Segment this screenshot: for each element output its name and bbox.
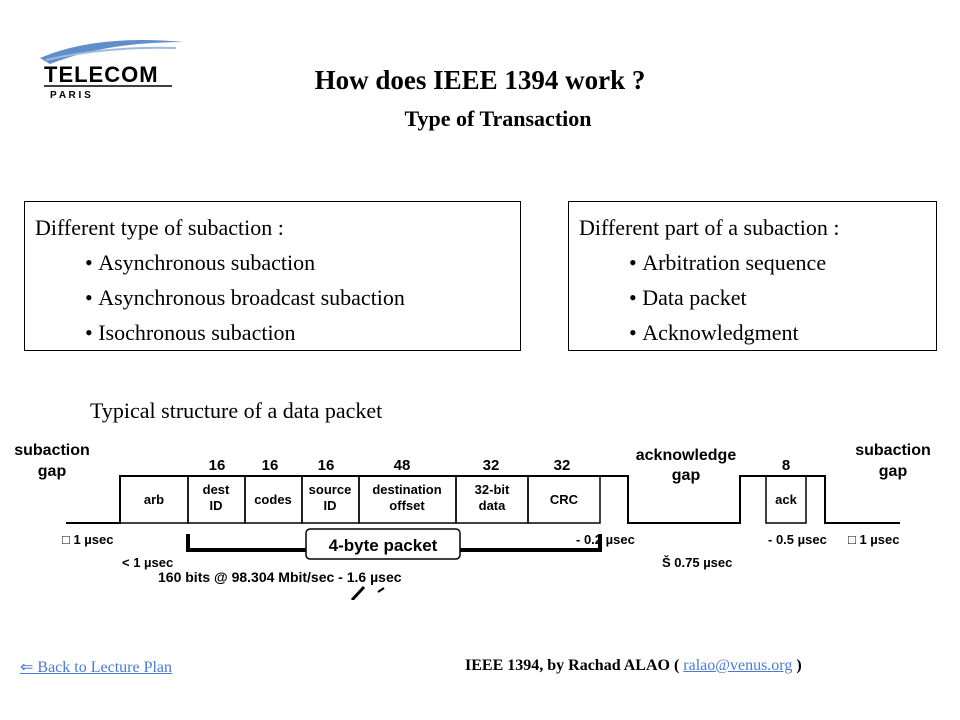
field-bits-label: 32 — [554, 457, 571, 474]
logo-swoosh — [40, 40, 184, 64]
subaction-gap-left-label: subaction — [14, 442, 90, 459]
telecom-paris-logo: TELECOM P A R I S — [40, 40, 184, 100]
email-link[interactable]: ralao@venus.org — [683, 657, 793, 674]
list-item: Asynchronous subaction — [35, 245, 510, 280]
field-label: CRC — [550, 492, 579, 507]
packet-label: 4-byte packet — [329, 536, 438, 555]
bits-rate-label: 160 bits @ 98.304 Mbit/sec - 1.6 µsec — [158, 569, 402, 585]
field-bits-label: 16 — [318, 457, 335, 474]
page-title: How does IEEE 1394 work ? — [314, 65, 646, 95]
field-label: ID — [210, 498, 223, 513]
packet-timing-diagram: subaction gap acknowledge gap subaction … — [14, 442, 931, 600]
field-label: data — [479, 498, 507, 513]
list-item: Acknowledgment — [579, 315, 926, 350]
timing-label: - 0.5 µsec — [768, 532, 827, 547]
subaction-types-box: Different type of subaction : Asynchrono… — [24, 201, 521, 351]
list-item: Data packet — [579, 280, 926, 315]
box-heading: Different type of subaction : — [35, 215, 284, 240]
credit-text: IEEE 1394, by Rachad ALAO — [465, 657, 670, 674]
field-label: destination — [372, 482, 441, 497]
field-bits-label: 16 — [209, 457, 226, 474]
field-bits-label: 32 — [483, 457, 500, 474]
list-item: Arbitration sequence — [579, 245, 926, 280]
subaction-gap-left-label: gap — [38, 463, 67, 480]
logo-text: TELECOM — [44, 62, 159, 87]
field-label: dest — [203, 482, 230, 497]
acknowledge-gap-label: acknowledge — [636, 447, 737, 464]
field-label: source — [309, 482, 352, 497]
acknowledge-gap-label: gap — [672, 467, 701, 484]
subaction-gap-right-label: subaction — [855, 442, 931, 459]
ack-bits-label: 8 — [782, 457, 790, 474]
paren: ( — [673, 657, 680, 674]
leader-line — [350, 585, 366, 600]
field-label: ID — [324, 498, 337, 513]
list-item: Isochronous subaction — [35, 315, 510, 350]
timing-label: □ 1 µsec — [62, 532, 114, 547]
field-label: 32-bit — [475, 482, 510, 497]
subaction-parts-box: Different part of a subaction : Arbitrat… — [568, 201, 937, 351]
footer-credit: IEEE 1394, by Rachad ALAO ( ralao@venus.… — [465, 657, 802, 675]
field-label: arb — [144, 492, 164, 507]
back-to-lecture-plan-link[interactable]: ⇐ Back to Lecture Plan — [20, 659, 173, 676]
page-subtitle: Type of Transaction — [404, 106, 592, 131]
field-bits-label: 16 — [262, 457, 279, 474]
field-crc — [527, 475, 601, 524]
field-label: codes — [254, 492, 292, 507]
timing-label: - 0.2 µsec — [576, 532, 635, 547]
timing-label: □ 1 µsec — [848, 532, 900, 547]
list-item: Asynchronous broadcast subaction — [35, 280, 510, 315]
logo-swoosh-line — [45, 46, 177, 61]
ack-label: ack — [775, 492, 797, 507]
timing-label: < 1 µsec — [122, 555, 173, 570]
subaction-gap-right-label: gap — [879, 463, 908, 480]
field-ack — [765, 475, 807, 524]
timing-label: Š 0.75 µsec — [662, 555, 732, 570]
paren: ) — [796, 657, 802, 674]
field-label: offset — [389, 498, 425, 513]
leader-line — [377, 587, 385, 593]
field-bits-label: 48 — [394, 457, 411, 474]
logo-subtext: P A R I S — [50, 90, 91, 100]
diagram-caption: Typical structure of a data packet — [90, 398, 383, 423]
packet-label-box — [305, 528, 461, 560]
box-heading: Different part of a subaction : — [579, 215, 840, 240]
